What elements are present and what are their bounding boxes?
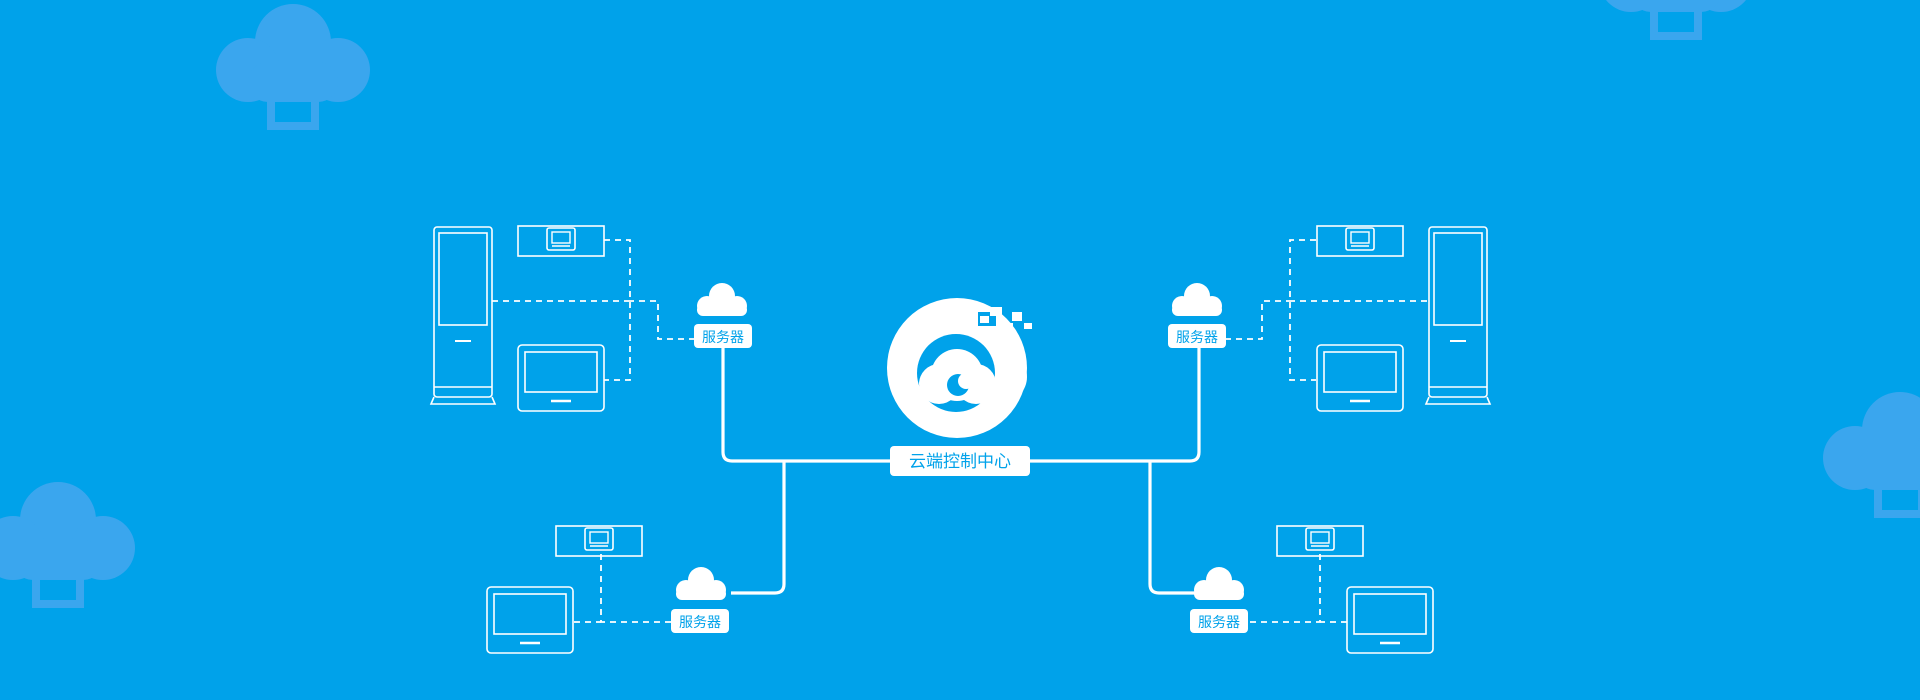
decor-cloud-icon	[216, 4, 370, 126]
cloud-icon	[1172, 283, 1222, 316]
kiosk-icon	[430, 226, 496, 405]
tablet-icon	[485, 585, 575, 655]
center-label-text: 云端控制中心	[909, 452, 1011, 472]
server-node: 服务器	[1190, 567, 1248, 633]
monitor-icon	[516, 343, 606, 413]
server-label: 服务器	[1198, 615, 1240, 631]
center-label: 云端控制中心	[890, 446, 1030, 476]
decor-cloud-icon	[0, 482, 135, 604]
device-links	[492, 239, 1427, 623]
monitor-icon	[1315, 343, 1405, 413]
cloud-logo-icon	[887, 298, 1032, 438]
server-node: 服务器	[694, 283, 752, 348]
decor-cloud-icon	[1599, 0, 1753, 36]
scanner-icon	[1316, 225, 1404, 257]
cloud-icon	[697, 283, 747, 316]
scanner-icon	[517, 225, 605, 257]
server-label: 服务器	[1176, 330, 1218, 346]
server-node: 服务器	[671, 567, 729, 633]
server-node: 服务器	[1168, 283, 1226, 348]
server-label: 服务器	[702, 330, 744, 346]
cloud-icon	[1194, 567, 1244, 600]
decor-cloud-icon	[1823, 392, 1920, 514]
scanner-icon	[555, 525, 643, 557]
server-label: 服务器	[679, 615, 721, 631]
scanner-icon	[1276, 525, 1364, 557]
trunk-lines	[721, 348, 1201, 595]
kiosk-icon	[1425, 226, 1491, 405]
cloud-icon	[676, 567, 726, 600]
tablet-icon	[1345, 585, 1435, 655]
